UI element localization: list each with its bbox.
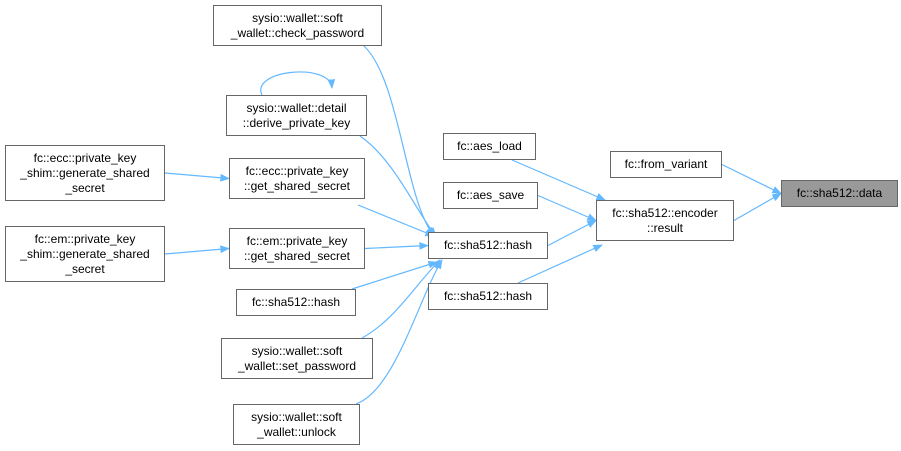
node-label-line: fc::aes_load (457, 139, 522, 153)
node-label-line: sysio::wallet::soft (252, 10, 343, 25)
node-label-line: _shim::generate_shared (20, 165, 150, 180)
edge-derive_private_key-to-sha512_hash_a (359, 135, 437, 237)
edge-sha512_hash_a-to-encoder_result (547, 219, 597, 247)
node-label-line: fc::sha512::hash (443, 238, 533, 252)
node-label-line: fc::from_variant (624, 157, 708, 171)
node-label-line: sysio::wallet::soft (251, 409, 342, 424)
node-label-line: _wallet::check_password (230, 25, 365, 40)
node-label-line: fc::aes_save (456, 188, 525, 202)
node-sha512-hash-b[interactable]: fc::sha512::hash (428, 283, 548, 310)
node-label-line: sysio::wallet::soft (251, 343, 343, 358)
edge-unlock-to-sha512_hash_a (355, 259, 443, 405)
node-ecc-get-shared-secret[interactable]: fc::ecc::private_key::get_shared_secret (229, 158, 365, 199)
edge-em_get_shared_secret-to-sha512_hash_a (364, 242, 429, 250)
node-from-variant[interactable]: fc::from_variant (610, 151, 722, 178)
node-sha512-hash-c[interactable]: fc::sha512::hash (236, 289, 356, 316)
node-label-line: ::get_shared_secret (243, 178, 351, 193)
edge-ecc_shim_generate-to-ecc_get_shared_secret (164, 172, 230, 182)
node-label-line: fc::sha512::data (796, 186, 883, 200)
edge-ecc_get_shared_secret-to-sha512_hash_a (357, 204, 435, 237)
node-em-get-shared-secret[interactable]: fc::em::private_key::get_shared_secret (229, 228, 365, 269)
node-em-shim-generate-shared-secret[interactable]: fc::em::private_key_shim::generate_share… (5, 226, 165, 282)
edge-sha512_hash_b-to-encoder_result (517, 244, 603, 284)
node-unlock[interactable]: sysio::wallet::soft_wallet::unlock (233, 404, 360, 445)
node-label-line: _wallet::unlock (257, 424, 336, 439)
edge-encoder_result-to-sha512_data (733, 192, 782, 222)
node-label-line: sysio::wallet::detail (246, 100, 347, 115)
node-label-line: _wallet::set_password (237, 358, 357, 373)
node-derive-private-key[interactable]: sysio::wallet::detail::derive_private_ke… (226, 95, 367, 136)
edge-aes_load-to-encoder_result (511, 159, 606, 201)
node-label-line: ::result (646, 220, 683, 235)
edge-em_shim_generate-to-em_get_shared_secret (164, 245, 230, 255)
node-label-line: _shim::generate_shared (20, 246, 150, 261)
node-label-line: fc::sha512::hash (443, 289, 533, 303)
node-label-line: fc::em::private_key (246, 233, 348, 248)
edge-check_password-to-sha512_hash_a (363, 45, 435, 237)
edge-derive_private_key-to-derive_private_key (260, 71, 336, 96)
node-check-password[interactable]: sysio::wallet::soft_wallet::check_passwo… (213, 5, 382, 46)
node-label-line: fc::em::private_key (34, 231, 136, 246)
node-set-password[interactable]: sysio::wallet::soft_wallet::set_password (221, 338, 373, 379)
node-label-line: fc::ecc::private_key (33, 150, 137, 165)
edge-aes_save-to-encoder_result (537, 194, 597, 222)
node-aes-save[interactable]: fc::aes_save (443, 182, 538, 209)
edge-set_password-to-sha512_hash_a (361, 259, 441, 339)
node-sha512-hash-a[interactable]: fc::sha512::hash (428, 232, 548, 259)
node-label-line: _secret (65, 180, 105, 195)
node-sha512-data: fc::sha512::data (781, 180, 898, 207)
node-encoder-result[interactable]: fc::sha512::encoder::result (596, 200, 734, 241)
node-label-line: ::derive_private_key (242, 115, 351, 130)
node-label-line: fc::sha512::encoder (612, 205, 718, 220)
edge-from_variant-to-sha512_data (721, 163, 782, 195)
node-label-line: fc::sha512::hash (251, 295, 341, 309)
node-ecc-shim-generate-shared-secret[interactable]: fc::ecc::private_key_shim::generate_shar… (5, 145, 165, 201)
node-label-line: fc::ecc::private_key (245, 163, 349, 178)
node-aes-load[interactable]: fc::aes_load (443, 133, 536, 160)
node-label-line: ::get_shared_secret (243, 248, 351, 263)
node-label-line: _secret (65, 261, 105, 276)
edge-sha512_hash_c-to-sha512_hash_a (351, 260, 438, 290)
